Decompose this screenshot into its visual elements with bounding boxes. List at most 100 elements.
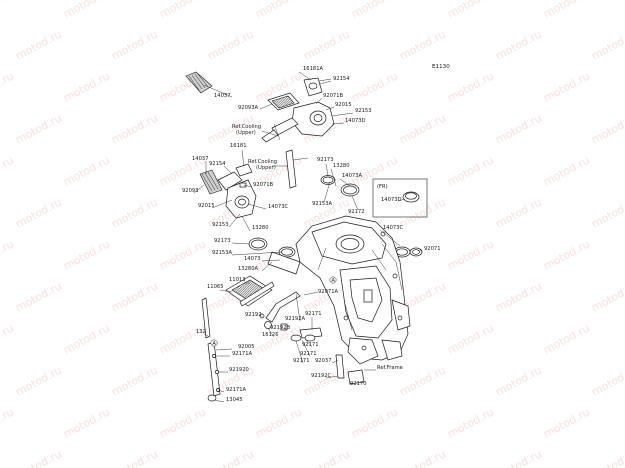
watermark-text: motod.ru — [397, 195, 448, 230]
part-callout-c47: 921920 — [229, 367, 249, 373]
watermark-text: motod.ru — [109, 363, 160, 398]
watermark-text: motod.ru — [493, 27, 544, 62]
watermark-text: motod.ru — [301, 447, 352, 468]
watermark-text: motod.ru — [0, 237, 16, 272]
part-callout-c20: 92093 — [182, 188, 199, 194]
watermark-text: motod.ru — [541, 153, 592, 188]
watermark-text: motod.ru — [109, 195, 160, 230]
heat-shield-top — [185, 71, 213, 94]
drain-tube — [207, 341, 221, 402]
watermark-text: motod.ru — [397, 111, 448, 146]
part-callout-c35: 92192A — [285, 316, 306, 322]
watermark-text: motod.ru — [13, 27, 64, 62]
intake-duct-upper — [261, 101, 335, 143]
watermark-text: motod.ru — [589, 363, 625, 398]
watermark-text: motod.ru — [61, 69, 112, 104]
watermark-text: motod.ru — [205, 27, 256, 62]
air-filter-element — [225, 251, 301, 307]
part-callout-c11: 16181 — [230, 143, 247, 149]
watermark-text: motod.ru — [0, 69, 16, 104]
watermark-text: motod.ru — [61, 321, 112, 356]
watermark-text: motod.ru — [157, 237, 208, 272]
svg-text:A: A — [212, 341, 216, 347]
watermark-text: motod.ru — [349, 0, 400, 21]
part-callout-c52: 14073D — [381, 197, 402, 203]
seal-strip — [201, 297, 211, 339]
part-callout-c10: (Upper) — [236, 130, 256, 136]
watermark-text: motod.ru — [253, 0, 304, 21]
watermark-text: motod.ru — [589, 447, 625, 468]
section-markers: AA — [210, 276, 337, 347]
part-callout-c49: 13045 — [226, 397, 243, 403]
part-callout-c02: 92154 — [333, 76, 350, 82]
watermark-text: motod.ru — [157, 321, 208, 356]
intake-duct-lower — [199, 163, 257, 219]
watermark-text: motod.ru — [349, 153, 400, 188]
part-callout-c39: 132 — [196, 329, 206, 335]
watermark-text: motod.ru — [0, 405, 16, 440]
part-callout-c08: 14073D — [345, 118, 366, 124]
part-callout-c18: 14073A — [342, 173, 363, 179]
section-marker-m2: A — [210, 339, 218, 347]
part-callout-c48: 92171A — [226, 387, 247, 393]
svg-text:A: A — [331, 278, 335, 284]
part-callout-c22: 14073C — [268, 204, 289, 210]
watermark-text: motod.ru — [397, 363, 448, 398]
watermark-text: motod.ru — [0, 153, 16, 188]
part-callout-c05: 92093A — [238, 105, 259, 111]
part-callout-c24: 92172 — [348, 209, 365, 215]
watermark-text: motod.ru — [13, 447, 64, 468]
watermark-text: motod.ru — [589, 195, 625, 230]
watermark-text: motod.ru — [61, 237, 112, 272]
part-callout-c41: 92171A — [232, 351, 253, 357]
watermark-text: motod.ru — [13, 279, 64, 314]
part-callout-c51: Ref.Frame — [377, 365, 403, 371]
part-callout-c16: 92173 — [317, 157, 334, 163]
watermark-text: motod.ru — [157, 405, 208, 440]
part-callout-c07: 92153 — [355, 108, 372, 114]
watermark-text: motod.ru — [0, 0, 16, 21]
part-callout-c30: 13280A — [238, 266, 259, 272]
watermark-text: motod.ru — [109, 111, 160, 146]
part-callout-c25: 92153 — [212, 222, 229, 228]
watermark-text: motod.ru — [109, 27, 160, 62]
leader-lines — [193, 71, 423, 403]
watermark-text: motod.ru — [541, 405, 592, 440]
part-callout-c45: 92037 — [315, 358, 332, 364]
fr-inset-label: (FR) — [377, 184, 388, 190]
watermark-text: motod.ru — [493, 363, 544, 398]
watermark-text: motod.ru — [445, 237, 496, 272]
watermark-text: motod.ru — [205, 447, 256, 468]
part-callout-c43: 92171 — [300, 351, 317, 357]
part-callout-c13: 92154 — [209, 161, 226, 167]
watermark-text: motod.ru — [61, 405, 112, 440]
part-callout-c21: 92015 — [198, 203, 215, 209]
watermark-text: motod.ru — [589, 111, 625, 146]
part-callout-c36: 92171 — [305, 311, 322, 317]
part-callout-c32: 11065 — [207, 284, 224, 290]
part-callout-c53: 14073C — [383, 225, 404, 231]
watermark-text: motod.ru — [493, 447, 544, 468]
part-callout-c09: Ref.Cooling — [232, 124, 261, 130]
part-callout-c42: 92171 — [302, 342, 319, 348]
watermark-text: motod.ru — [493, 279, 544, 314]
watermark-text: motod.ru — [349, 69, 400, 104]
air-cleaner-housing — [295, 215, 411, 365]
part-callout-c01: 16181A — [303, 66, 324, 72]
part-callout-c14: Ref.Cooling — [248, 159, 277, 165]
part-callout-c28: 92153A — [212, 250, 233, 256]
watermark-text: motod.ru — [301, 363, 352, 398]
gasket-top — [267, 92, 300, 111]
watermark-text: motod.ru — [301, 27, 352, 62]
watermark-text: motod.ru — [589, 279, 625, 314]
watermark-text: motod.ru — [13, 195, 64, 230]
part-callout-c40: 92005 — [238, 344, 255, 350]
watermark-text: motod.ru — [157, 0, 208, 21]
watermark-text: motod.ru — [541, 0, 592, 21]
watermark-text: motod.ru — [0, 321, 16, 356]
diagram-code: E1130 — [432, 64, 450, 70]
watermark-text: motod.ru — [13, 363, 64, 398]
watermark-text: motod.ru — [541, 321, 592, 356]
part-callout-c29: 14073 — [244, 256, 261, 262]
watermark-text: motod.ru — [349, 405, 400, 440]
